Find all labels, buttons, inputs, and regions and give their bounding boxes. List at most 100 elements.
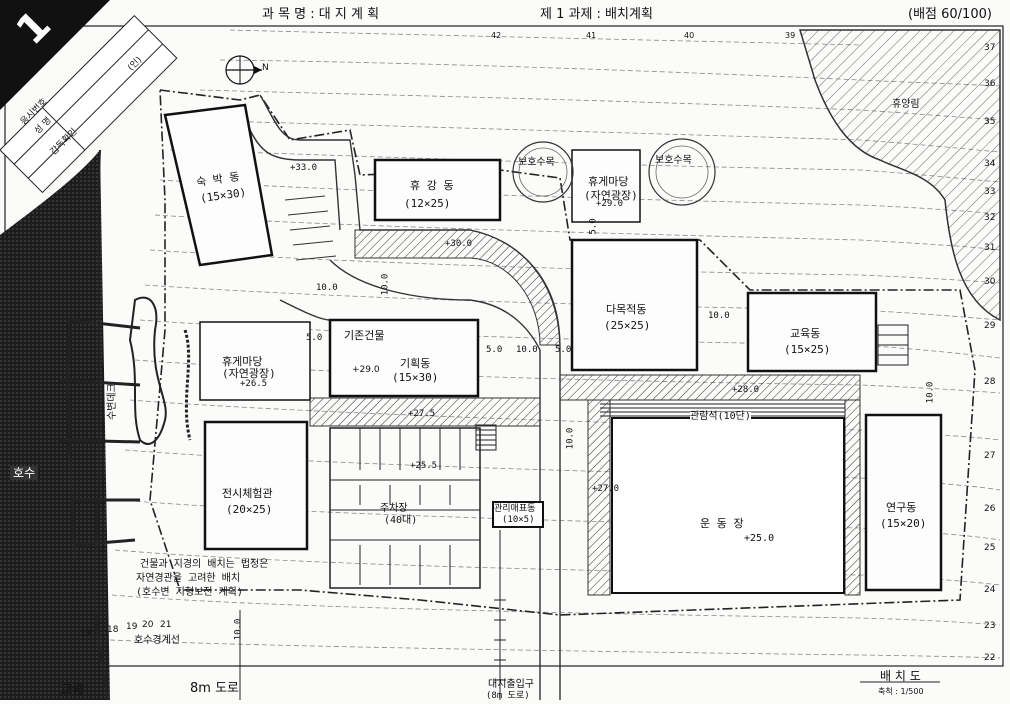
lecture-building-outline bbox=[373, 158, 502, 222]
multipurpose-building-outline bbox=[570, 238, 699, 372]
protected-tree-1-canopy bbox=[512, 141, 574, 203]
rest-yard-2-level: +26.5 bbox=[240, 379, 268, 389]
contour-39: 39 bbox=[785, 31, 796, 40]
level-27-5: +27.5 bbox=[408, 409, 436, 419]
contour-29: 29 bbox=[984, 321, 996, 331]
lecture-label: 휴 강 동 bbox=[410, 179, 454, 192]
contour-37: 37 bbox=[984, 43, 996, 53]
exhibition-label: 전시체험관 bbox=[222, 487, 273, 500]
contour-17: 17 bbox=[80, 629, 92, 639]
parking-label: 주차장 bbox=[380, 503, 408, 514]
rest-yard-label: 휴게마당 bbox=[588, 175, 629, 188]
site-entrance-sub: (8m 도로) bbox=[486, 691, 530, 701]
contour-19: 19 bbox=[126, 622, 138, 632]
contour-33: 33 bbox=[984, 187, 996, 197]
ticket-building-label: 관리매표동 bbox=[494, 504, 536, 514]
dimension-1: 10.0 bbox=[316, 283, 338, 293]
score-label: (배점 60/100) bbox=[908, 7, 992, 22]
research-size: (15×20) bbox=[880, 517, 927, 530]
drawing-title: 배 치 도 bbox=[880, 669, 921, 683]
subject-title: 과 목 명 : 대 지 계 획 bbox=[262, 7, 380, 22]
lodging-building-outline bbox=[163, 103, 274, 267]
dimension-10: 5.0 bbox=[588, 218, 599, 235]
level-33: +33.0 bbox=[290, 163, 318, 173]
entrance-axis bbox=[239, 530, 506, 700]
contour-32: 32 bbox=[984, 213, 996, 223]
design-note-line-1: 건물과 지경의 배치는 법정은 bbox=[140, 559, 269, 570]
protected-tree-2-label: 보호수목 bbox=[655, 155, 692, 166]
problem-corner bbox=[0, 0, 110, 110]
contour-23: 23 bbox=[984, 621, 996, 631]
rest-yard-outline bbox=[571, 149, 641, 223]
rest-yard-sub: (자연광장) bbox=[584, 189, 638, 202]
education-label: 교육동 bbox=[790, 327, 821, 340]
planning-building-size: (15×30) bbox=[392, 371, 439, 384]
playground-level: +25.0 bbox=[744, 533, 775, 544]
buildings bbox=[163, 103, 943, 592]
level-28: +28.0 bbox=[732, 385, 760, 395]
dimension-5: 5.0 bbox=[555, 345, 572, 355]
contour-18: 18 bbox=[107, 625, 119, 635]
parking-size: (40대) bbox=[384, 515, 418, 526]
contour-30: 30 bbox=[984, 277, 996, 287]
grandstand-label: 관람석(10단) bbox=[690, 411, 751, 422]
scale-label: 축척 : 1/500 bbox=[878, 687, 924, 696]
contour-42: 42 bbox=[491, 31, 502, 40]
dimension-7: 10.0 bbox=[925, 381, 936, 404]
education-building-outline bbox=[746, 291, 878, 373]
contour-28: 28 bbox=[984, 377, 996, 387]
exhibition-building-outline bbox=[203, 420, 309, 551]
contour-27: 27 bbox=[984, 451, 996, 461]
level-30: +30.0 bbox=[445, 239, 473, 249]
contour-31: 31 bbox=[984, 243, 996, 253]
contour-22: 22 bbox=[984, 653, 996, 663]
lake-area bbox=[0, 150, 110, 700]
exhibition-size: (20×25) bbox=[226, 503, 273, 516]
contour-40: 40 bbox=[684, 31, 695, 40]
level-25-5: +25.5 bbox=[410, 461, 438, 471]
bridge-label: 교량 bbox=[60, 683, 84, 698]
rest-yard-2-label: 휴게마당 bbox=[222, 355, 263, 368]
waterside-deck-path bbox=[128, 296, 167, 445]
task-title: 제 1 과제 : 배치계획 bbox=[540, 7, 653, 22]
level-29: +29.0 bbox=[596, 199, 624, 209]
north-label: N bbox=[262, 63, 269, 73]
dimension-8: 10.0 bbox=[380, 273, 391, 296]
level-27: +27.0 bbox=[592, 484, 620, 494]
id-box-frame bbox=[0, 14, 178, 194]
design-note-line-2: 자연경관을 고려한 배치 bbox=[136, 573, 241, 584]
lake-boundary-label: 호수경계선 bbox=[134, 635, 180, 646]
education-size: (15×25) bbox=[784, 343, 831, 356]
playground-label: 운 동 장 bbox=[700, 517, 744, 530]
site-boundary bbox=[149, 89, 976, 616]
rest-forest-area bbox=[798, 29, 1001, 322]
dimension-4: 10.0 bbox=[516, 345, 538, 355]
waterside-deck-label: 수변데크 bbox=[107, 383, 118, 420]
road-label: 8m 도로 bbox=[190, 681, 239, 696]
rest-forest-label: 휴양림 bbox=[892, 99, 920, 110]
dimension-11: 10.0 bbox=[565, 427, 576, 450]
existing-building-outline bbox=[328, 318, 480, 398]
multipurpose-label: 다목적동 bbox=[606, 303, 647, 316]
design-note-line-3: (호수변 지형보전 계획) bbox=[136, 587, 243, 598]
ticket-building-outline bbox=[492, 501, 544, 528]
contour-24: 24 bbox=[984, 585, 996, 595]
playground-outline bbox=[611, 417, 845, 594]
dimension-2: 5.0 bbox=[306, 333, 323, 343]
dimension-6: 10.0 bbox=[708, 311, 730, 321]
contour-34: 34 bbox=[984, 159, 996, 169]
research-building-outline bbox=[864, 413, 943, 592]
ticket-building-size: (10×5) bbox=[502, 515, 535, 525]
rest-yard-2-sub: (자연광장) bbox=[222, 367, 276, 380]
contour-26: 26 bbox=[984, 504, 996, 514]
lecture-size: (12×25) bbox=[404, 197, 451, 210]
lake-label: 호수 bbox=[10, 466, 39, 480]
contour-25: 25 bbox=[984, 543, 996, 553]
contour-20: 20 bbox=[142, 620, 154, 630]
contour-41: 41 bbox=[586, 31, 597, 40]
protected-tree-2-canopy bbox=[648, 138, 716, 206]
contour-35: 35 bbox=[984, 117, 996, 127]
planning-building-label: 기획동 bbox=[400, 357, 431, 370]
